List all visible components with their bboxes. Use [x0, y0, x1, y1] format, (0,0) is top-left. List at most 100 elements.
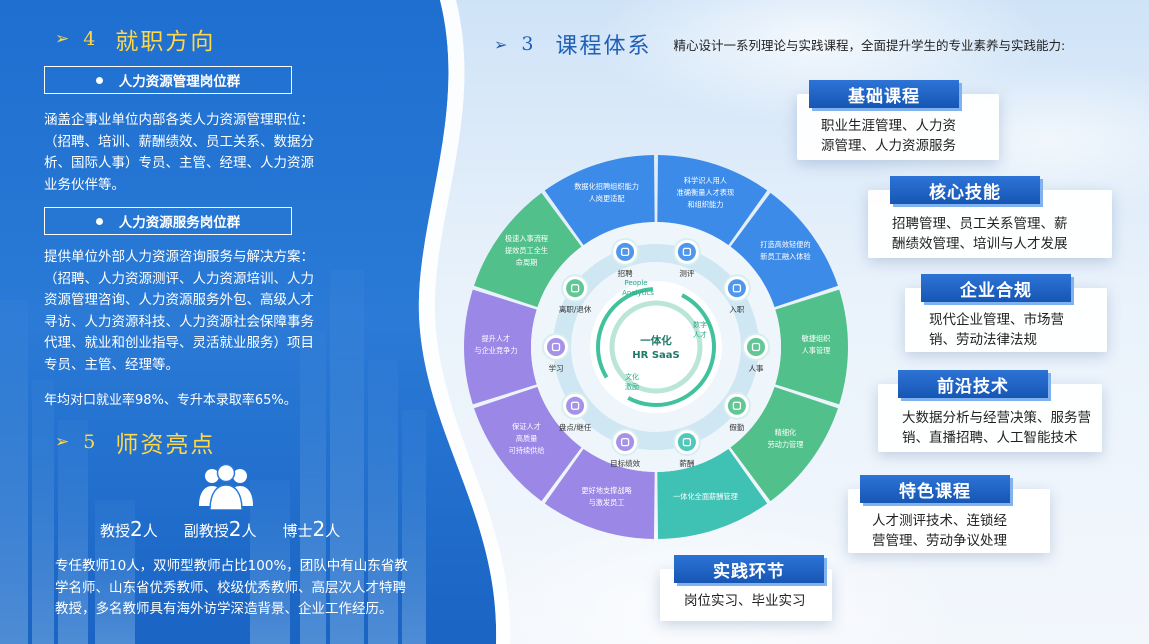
- card-tag: 特色课程: [860, 475, 1010, 503]
- card-tag: 基础课程: [809, 80, 959, 108]
- card-line: 招聘管理、员工关系管理、薪: [892, 216, 1068, 232]
- node-label: 假勤: [729, 422, 744, 432]
- segment-text: 数据化招聘组织能力人岗更适配: [574, 182, 639, 203]
- desc-line: 析、国际人事）专员、主管、经理、人力资源: [44, 155, 314, 171]
- count-associate-professor: 副教授2人: [183, 517, 257, 541]
- section-title-text: 师资亮点: [115, 432, 216, 458]
- course-card-practice: 实践环节 岗位实习、毕业实习: [660, 555, 832, 621]
- card-tag: 核心技能: [890, 176, 1040, 204]
- segment-text: 保证人才高质量可持续供给: [509, 422, 545, 455]
- node-glyph: [682, 437, 692, 447]
- desc-line: 专员、主管、经理等。: [44, 356, 179, 373]
- segment-text: 敏捷组织人事管理: [802, 334, 831, 355]
- node-label: 入职: [729, 305, 744, 314]
- center-disc: [624, 315, 688, 379]
- section-5-title: ➢ 5 师资亮点: [55, 425, 215, 459]
- desc-line: 资源管理咨询、人力资源服务外包、高级人才: [44, 292, 314, 308]
- desc-line: 教授，多名教师具有海外访学深造背景、企业工作经历。: [55, 601, 393, 617]
- section-number: 3: [521, 33, 534, 55]
- section-title-text: 课程体系: [555, 34, 652, 59]
- card-line: 营管理、劳动争议处理: [872, 533, 1007, 549]
- outer-segment: [730, 386, 838, 502]
- node-label: 招聘: [618, 268, 634, 278]
- card-tag: 前沿技术: [898, 370, 1048, 398]
- job-group-box-2: 人力资源服务岗位群: [44, 207, 292, 235]
- card-body: 招聘管理、员工关系管理、薪 酬绩效管理、培训与人才发展: [892, 214, 1068, 254]
- node-label: 薪酬: [679, 458, 694, 468]
- inner-label: People: [624, 279, 647, 287]
- card-body: 职业生涯管理、人力资 源管理、人力资源服务: [821, 116, 956, 156]
- node-label: 离职/退休: [559, 304, 592, 314]
- card-tag: 实践环节: [674, 555, 824, 583]
- outer-segment: [464, 289, 537, 405]
- salary-icon: [677, 433, 696, 452]
- inner-label: 人才: [693, 330, 707, 339]
- card-line: 岗位实习、毕业实习: [684, 593, 806, 609]
- desc-line: 代理、就业和创业指导、灵活就业服务）项目: [44, 335, 314, 351]
- desc-line: 学名师、山东省优秀教师、校级优秀教师、高层次人才特聘: [55, 579, 406, 596]
- node-glyph: [732, 401, 742, 410]
- node-label: 测评: [679, 269, 694, 278]
- bullet-icon: [95, 217, 103, 225]
- section-subtitle: 精心设计一系列理论与实践课程，全面提升学生的专业素养与实践能力:: [673, 37, 1066, 53]
- outer-segment: [474, 386, 582, 502]
- desc-line: 专任教师10人，双师型教师占比100%，团队中有山东省教: [55, 558, 408, 574]
- card-line: 职业生涯管理、人力资: [821, 118, 956, 134]
- segment-text: 一体化全面薪酬管理: [673, 492, 738, 501]
- succession-icon: [566, 396, 585, 415]
- course-card-frontier: 前沿技术 大数据分析与经营决策、服务营 销、直播招聘、人工智能技术: [878, 370, 1102, 452]
- segment-text: 极速入事流程提效员工全生命周期: [505, 234, 548, 267]
- left-panel-background: [0, 0, 511, 644]
- section-title-text: 就职方向: [115, 29, 216, 55]
- job-group-label: 人力资源服务岗位群: [118, 215, 241, 231]
- node-label: 盘点/继任: [559, 422, 592, 432]
- segment-text: 精细化劳动力管理: [767, 428, 803, 449]
- card-line: 现代企业管理、市场营: [929, 312, 1064, 328]
- segment-text: 提升人才与企业竞争力: [474, 334, 517, 355]
- teachers-group-icon: [199, 463, 253, 510]
- section-number: 5: [83, 431, 96, 453]
- arrow-icon: ➢: [55, 432, 70, 452]
- card-body: 大数据分析与经营决策、服务营 销、直播招聘、人工智能技术: [902, 408, 1091, 448]
- outer-segment: [657, 448, 768, 539]
- section-3-title: ➢ 3 课程体系 精心设计一系列理论与实践课程，全面提升学生的专业素养与实践能力…: [494, 28, 1065, 60]
- outer-segment: [730, 192, 838, 308]
- center-subtitle: HR SaaS: [632, 350, 679, 361]
- segment-text: 更好地支撑战略与激发员工: [581, 486, 632, 507]
- segment-text: 打造高效轻便的新员工融入体验: [760, 240, 810, 261]
- node-glyph: [570, 401, 580, 410]
- node-glyph: [570, 284, 580, 293]
- inner-label: 文化: [625, 372, 639, 381]
- attendance-icon: [727, 396, 746, 415]
- outer-segment: [544, 448, 655, 539]
- center-arc: [596, 287, 716, 407]
- card-body: 人才测评技术、连锁经 营管理、劳动争议处理: [872, 511, 1007, 551]
- course-card-compliance: 企业合规 现代企业管理、市场营 销、劳动法律法规: [905, 274, 1107, 352]
- course-card-basic: 基础课程 职业生涯管理、人力资 源管理、人力资源服务: [797, 80, 999, 160]
- desc-line: 寻访、人力资源科技、人力资源社会保障事务: [44, 313, 314, 330]
- inner-label: 激励: [625, 382, 639, 391]
- job-group-box-1: 人力资源管理岗位群: [44, 66, 292, 94]
- node-glyph: [682, 247, 692, 257]
- node-label: 人事: [749, 363, 764, 373]
- count-professor: 教授2人: [100, 517, 158, 541]
- node-label: 学习: [549, 363, 564, 373]
- hr-saas-wheel: 数据化招聘组织能力人岗更适配科学识人用人准确衡量人才表现和组织能力打造高效轻便的…: [464, 155, 848, 539]
- onboard-icon: [727, 279, 746, 298]
- outer-segment: [657, 155, 768, 246]
- learning-icon: [547, 338, 565, 356]
- inner-label: 数字: [693, 320, 707, 329]
- outer-segment: [775, 289, 848, 405]
- card-line: 人才测评技术、连锁经: [872, 513, 1007, 529]
- left-panel: ➢ 4 就职方向 人力资源管理岗位群 涵盖企事业单位内部各类人力资源管理职位： …: [0, 0, 520, 644]
- card-tag: 企业合规: [921, 274, 1071, 302]
- hr-icon: [747, 338, 765, 356]
- node-glyph: [620, 437, 630, 447]
- card-line: 大数据分析与经营决策、服务营: [902, 410, 1091, 426]
- desc-line: （招聘、培训、薪酬绩效、员工关系、数据分: [44, 133, 314, 150]
- desc-line: 涵盖企事业单位内部各类人力资源管理职位：: [44, 112, 314, 128]
- job-group-label: 人力资源管理岗位群: [118, 74, 241, 90]
- arrow-icon: ➢: [494, 34, 508, 54]
- node-glyph: [551, 342, 561, 352]
- course-card-featured: 特色课程 人才测评技术、连锁经 营管理、劳动争议处理: [848, 475, 1050, 553]
